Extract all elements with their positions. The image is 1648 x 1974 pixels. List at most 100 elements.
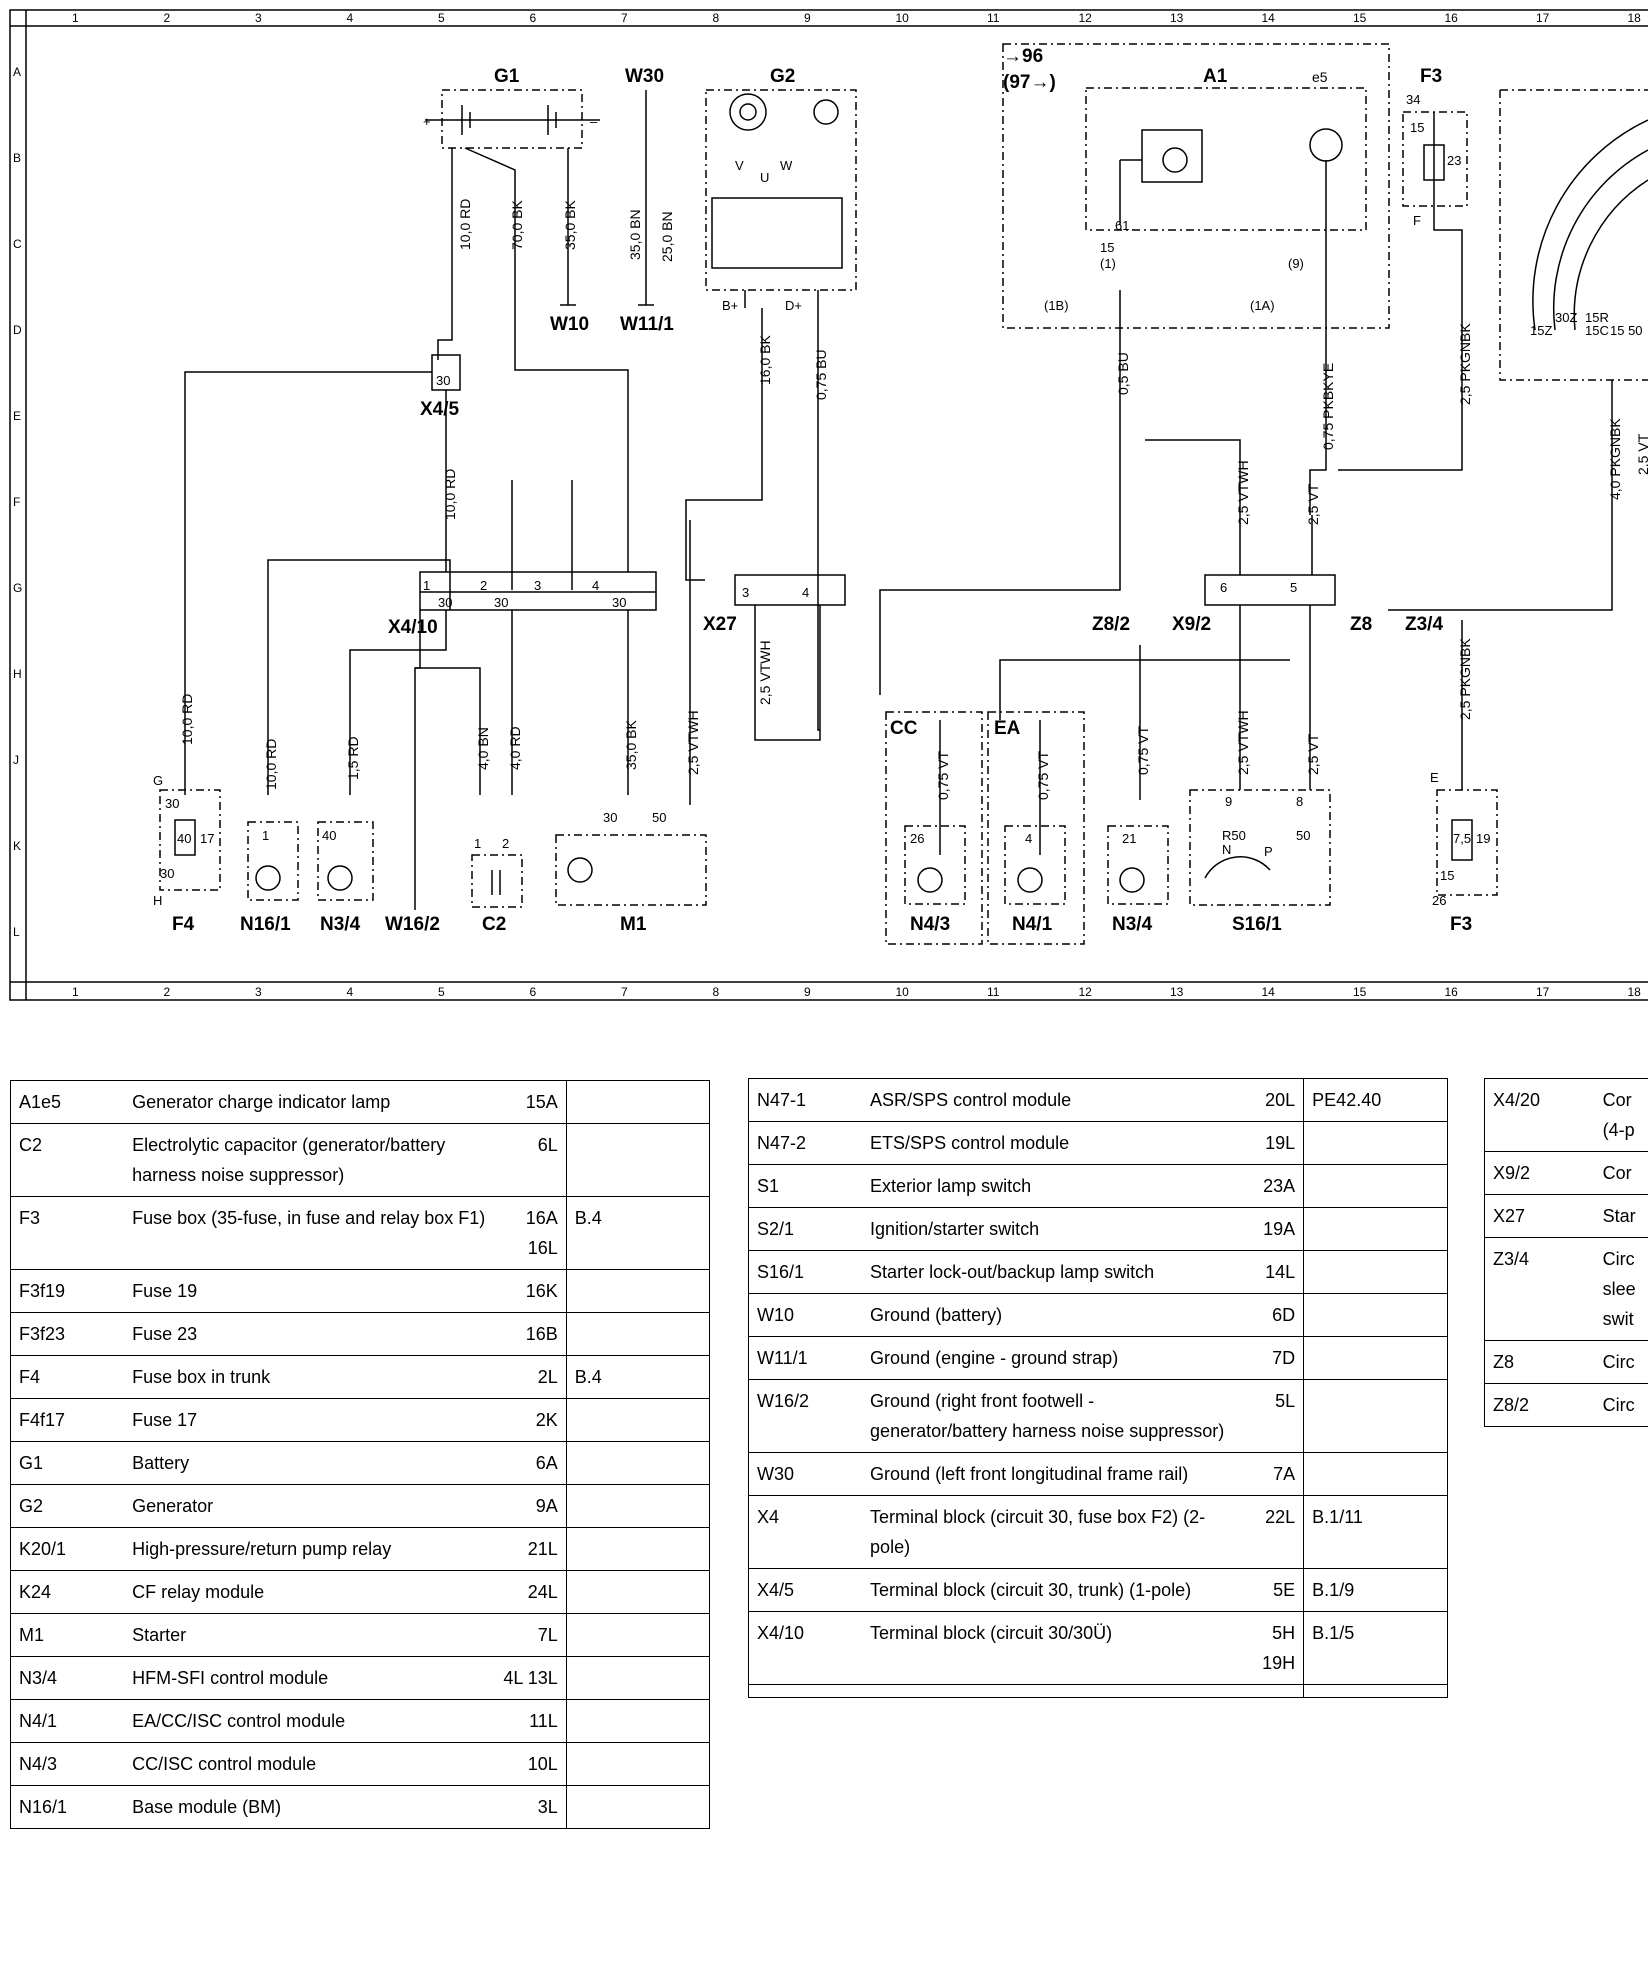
grid-row-label: B (13, 151, 21, 165)
legend-code: Z8 (1483, 1340, 1595, 1384)
legend-code: N4/1 (10, 1699, 125, 1743)
cc-box (885, 711, 983, 945)
grid-column-label: 11 (987, 11, 1000, 25)
wire-c2-bn: 4,0 BN (475, 727, 491, 770)
wire-g1-bk70: 70,0 BK (509, 200, 525, 250)
wire-cc-vt: 0,75 VT (935, 751, 951, 800)
pin-dplus: D+ (785, 298, 802, 313)
wire-m1-vtwh: 2,5 VTWH (685, 710, 701, 775)
legend-ref (566, 1312, 711, 1356)
grid-column-label: 2 (164, 985, 171, 999)
fuse-19-icon (1451, 819, 1473, 861)
legend-loc: 16K (494, 1269, 567, 1313)
pin-a1-9p: (9) (1288, 256, 1304, 271)
ref-96: →96 (1003, 46, 1043, 67)
legend-desc: Electrolytic capacitor (generator/batter… (124, 1123, 495, 1197)
grid-column-label: 7 (621, 985, 628, 999)
legend-loc: 19A (1231, 1207, 1305, 1251)
pin-f3-15: 15 (1410, 120, 1424, 135)
pin-p: P (1264, 844, 1273, 859)
wire-n34r-vt: 0,75 VT (1135, 726, 1151, 775)
label-x4-10: X4/10 (388, 617, 438, 638)
legend-loc: 5E (1231, 1568, 1305, 1612)
legend-ref (1303, 1684, 1448, 1698)
legend-desc: Starter lock-out/backup lamp switch (862, 1250, 1232, 1294)
legend-ref (566, 1123, 711, 1197)
grid-column-label: 14 (1262, 985, 1276, 999)
legend-ref (1303, 1293, 1448, 1337)
legend-desc: Terminal block (circuit 30, trunk) (1-po… (862, 1568, 1232, 1612)
label-ea: EA (994, 718, 1021, 739)
f3-top-box (1402, 111, 1468, 207)
legend-ref: B.1/9 (1303, 1568, 1448, 1612)
legend-code: Z8/2 (1483, 1383, 1595, 1427)
label-n4-1: N4/1 (1012, 914, 1053, 935)
pin-15z: 15Z (1530, 323, 1552, 338)
pin-n43-26: 26 (910, 831, 924, 846)
wire-x92-vt: 2,5 VT (1305, 483, 1321, 525)
wire-x27-vtwh: 2,5 VTWH (757, 640, 773, 705)
pin-s161-8: 8 (1296, 794, 1303, 809)
label-f3-bottom: F3 (1450, 914, 1472, 935)
pin-fuse40: 40 (177, 831, 191, 846)
grid-column-labels: 1122334455667788991010111112121313141415… (72, 11, 1641, 999)
pin-x410-4: 4 (592, 578, 599, 593)
legend-ref (1303, 1452, 1448, 1496)
legend-ref (566, 1441, 711, 1485)
n16-1-module-icon (255, 865, 281, 891)
wire-a1-pkbkye: 0,75 PKBKYE (1320, 363, 1336, 450)
grid-column-label: 6 (530, 11, 537, 25)
label-z8: Z8 (1350, 614, 1372, 635)
legend-ref (566, 1656, 711, 1700)
x4-10-block (419, 571, 657, 611)
pin-x45-30: 30 (436, 373, 450, 388)
legend-loc: 5H 19H (1231, 1611, 1305, 1685)
pin-f3b-15: 15 (1440, 868, 1454, 883)
grid-column-label: 9 (804, 11, 811, 25)
grid-row-label: E (13, 409, 21, 423)
n3-4-right-module-icon (1119, 867, 1145, 893)
n4-3-module-icon (917, 867, 943, 893)
grid-row-label: K (13, 839, 21, 853)
label-z3-4: Z3/4 (1405, 614, 1443, 635)
legend-desc: Fuse box (35-fuse, in fuse and relay box… (124, 1196, 495, 1270)
legend-code: G2 (10, 1484, 125, 1528)
legend-desc: Cor (4-p (1594, 1078, 1648, 1152)
label-g1: G1 (494, 66, 520, 87)
grid-column-label: 13 (1170, 11, 1184, 25)
label-x4-5: X4/5 (420, 399, 460, 420)
legend-code: X4/10 (748, 1611, 863, 1685)
legend-ref: B.1/11 (1303, 1495, 1448, 1569)
label-w10: W10 (550, 314, 589, 335)
legend-desc: Ignition/starter switch (862, 1207, 1232, 1251)
label-f4: F4 (172, 914, 195, 935)
pin-n34r-21: 21 (1122, 831, 1136, 846)
legend-desc: Circ (1594, 1383, 1648, 1427)
grid-column-label: 11 (987, 985, 1000, 999)
pin-15r: 15R (1585, 310, 1609, 325)
battery-plus: + (423, 114, 431, 129)
battery-minus: – (590, 114, 598, 129)
grid-column-label: 15 (1353, 985, 1367, 999)
pin-1550: 15 50 (1610, 323, 1643, 338)
legend-code: X4/5 (748, 1568, 863, 1612)
legend-ref (1303, 1336, 1448, 1380)
pin-g2-u: U (760, 170, 769, 185)
legend-desc: Generator charge indicator lamp (124, 1080, 495, 1124)
wire-f3-pkgnbk: 2,5 PKGNBK (1457, 323, 1473, 405)
pin-x410-1: 1 (423, 578, 430, 593)
pin-15c: 15C (1585, 323, 1609, 338)
legend-desc: Circ (1594, 1340, 1648, 1384)
wire-g1-out: 10,0 RD (457, 199, 473, 250)
n4-1-box (1004, 825, 1066, 905)
pin-19: 19 (1476, 831, 1490, 846)
